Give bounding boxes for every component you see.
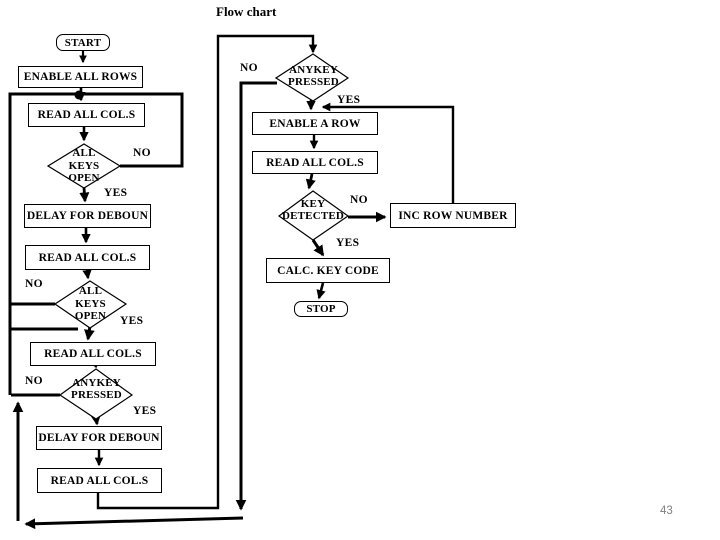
connector-no-loop-left-rail (8, 92, 184, 395)
no-label-d3: NO (25, 375, 43, 387)
read-all-cols-node-3: READ ALL COL.S (30, 342, 156, 366)
no-label-d5: NO (350, 194, 368, 206)
delay-for-deboun-node-1: DELAY FOR DEBOUN (24, 204, 151, 228)
key-detected-text: KEY DETECTED (281, 197, 345, 223)
inc-row-number-node: INC ROW NUMBER (390, 203, 516, 228)
connector-d5-yes-calc (311, 239, 325, 257)
all-keys-open-text-2: ALL KEYS OPEN (74, 285, 107, 323)
read-all-cols-node-4: READ ALL COL.S (37, 468, 162, 493)
no-label-d2: NO (25, 278, 43, 290)
diamond-key-detected (277, 190, 350, 241)
all-keys-open-text-1: ALL KEYS OPEN (68, 147, 100, 185)
enable-a-row-node: ENABLE A ROW (252, 112, 378, 135)
no-label-d1: NO (133, 147, 151, 159)
stop-node: STOP (294, 301, 348, 317)
connector-readr-d5 (305, 173, 316, 190)
no-label-d4: NO (240, 62, 258, 74)
connector-bottom-to-right-top (96, 34, 318, 510)
read-all-cols-node-2: READ ALL COL.S (25, 245, 150, 270)
connector-inc-loop (321, 102, 455, 203)
connector-d1-delay1 (79, 187, 90, 203)
start-node: START (56, 34, 110, 51)
enable-all-rows-node: ENABLE ALL ROWS (18, 66, 143, 88)
diamond-all-keys-open-2 (53, 280, 128, 329)
connector-bottom-slant (24, 516, 244, 530)
calc-key-code-node: CALC. KEY CODE (266, 258, 390, 283)
diamond-all-keys-open-1 (46, 143, 122, 189)
connector-right-no-down (235, 81, 277, 511)
delay-for-deboun-node-2: DELAY FOR DEBOUN (36, 426, 162, 450)
yes-label-d2: YES (120, 315, 144, 327)
connector-calc-stop (316, 282, 326, 300)
yes-label-d5: YES (336, 237, 360, 249)
anykey-pressed-text-right: ANYKEY PRESSED (288, 63, 339, 89)
yes-label-d1: YES (104, 187, 128, 199)
connector-read2-d2 (82, 269, 92, 280)
diamond-anykey-pressed-left (58, 368, 134, 420)
slide-title: Flow chart (216, 4, 277, 19)
anykey-pressed-text-left: ANYKEY PRESSED (71, 376, 122, 402)
yes-label-d3: YES (133, 405, 157, 417)
read-all-cols-node-1: READ ALL COL.S (28, 103, 145, 127)
yes-label-d4: YES (337, 94, 361, 106)
diamond-anykey-pressed-right (274, 53, 350, 102)
page-number: 43 (660, 505, 673, 517)
read-all-cols-node-right: READ ALL COL.S (252, 151, 378, 174)
